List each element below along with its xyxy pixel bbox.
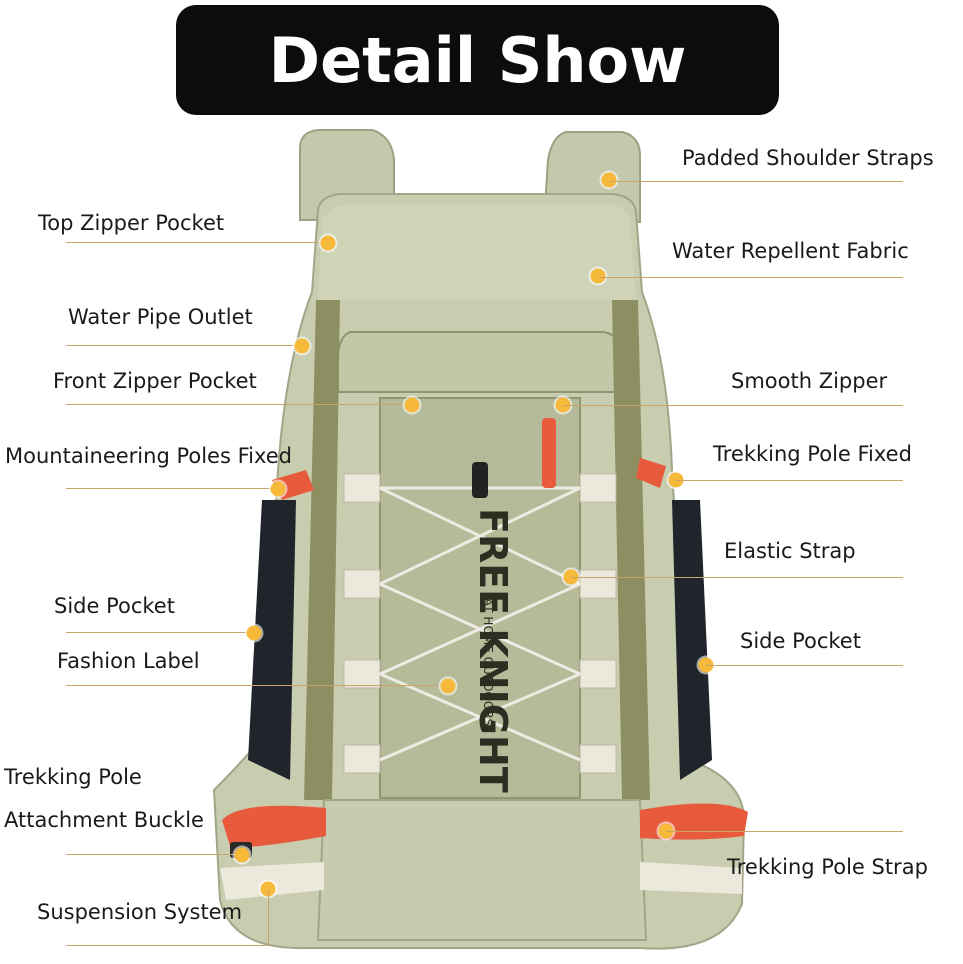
bottom-compartment bbox=[316, 799, 648, 941]
brand-tagline: AT HOME OUTDOORS bbox=[481, 598, 495, 726]
cord-toggle bbox=[472, 462, 488, 498]
callout-front-zipper-pocket: Front Zipper Pocket bbox=[53, 369, 257, 393]
callout-water-pipe-outlet: Water Pipe Outlet bbox=[68, 305, 253, 329]
callout-water-repellent-fabric: Water Repellent Fabric bbox=[672, 239, 909, 263]
callout-trekking-pole-strap: Trekking Pole Strap bbox=[727, 855, 928, 879]
callout-line bbox=[66, 685, 448, 686]
trekking-strap-left bbox=[222, 805, 326, 847]
callout-dot bbox=[246, 625, 262, 641]
callout-line bbox=[571, 577, 903, 578]
callout-top-zipper-pocket: Top Zipper Pocket bbox=[38, 211, 225, 235]
callout-padded-shoulder-straps: Padded Shoulder Straps bbox=[682, 146, 934, 170]
callout-line bbox=[66, 854, 242, 855]
callout-line bbox=[609, 181, 903, 182]
trekking-strap-right bbox=[640, 803, 748, 840]
callout-line bbox=[676, 480, 903, 481]
front-zipper-pocket bbox=[337, 331, 625, 393]
callout-fashion-label: Fashion Label bbox=[57, 649, 200, 673]
olive-trim-right bbox=[612, 300, 650, 800]
hip-band-left bbox=[220, 862, 324, 900]
callout-line bbox=[66, 632, 254, 633]
callout-line bbox=[666, 831, 903, 832]
callout-mountaineering-poles-fixed: Mountaineering Poles Fixed bbox=[5, 444, 293, 468]
callout-dot bbox=[294, 338, 310, 354]
callout-trekking-pole-fixed: Trekking Pole Fixed bbox=[713, 442, 912, 466]
callout-dot bbox=[440, 678, 456, 694]
callout-line bbox=[706, 665, 903, 666]
callout-line bbox=[563, 405, 903, 406]
olive-trim-left bbox=[304, 300, 340, 800]
callout-elastic-strap: Elastic Strap bbox=[724, 539, 856, 563]
top-pocket bbox=[318, 204, 636, 300]
pole-strap-right bbox=[636, 458, 666, 488]
callout-line bbox=[66, 488, 278, 489]
callout-dot bbox=[404, 397, 420, 413]
callout-dot bbox=[590, 268, 606, 284]
callout-dot bbox=[601, 172, 617, 188]
callout-attachment-buckle: Attachment Buckle bbox=[4, 808, 204, 832]
callout-side-pocket-left: Side Pocket bbox=[54, 594, 175, 618]
brand-mark: FREE KNIGHT bbox=[471, 508, 515, 793]
callout-side-pocket-right: Side Pocket bbox=[740, 629, 861, 653]
callout-line bbox=[66, 945, 268, 946]
side-pocket-right bbox=[672, 500, 712, 780]
callout-dot bbox=[270, 481, 286, 497]
callout-suspension-system: Suspension System bbox=[37, 900, 243, 924]
banner-title: Detail Show bbox=[268, 23, 687, 97]
callout-line bbox=[598, 277, 903, 278]
callout-line bbox=[66, 404, 412, 405]
detail-show-banner: Detail Show bbox=[176, 5, 779, 115]
callout-dot bbox=[234, 847, 250, 863]
callout-line bbox=[66, 345, 302, 346]
callout-dot bbox=[320, 235, 336, 251]
callout-trekking-pole: Trekking Pole bbox=[4, 765, 142, 789]
callout-line bbox=[66, 242, 328, 243]
callout-smooth-zipper: Smooth Zipper bbox=[731, 369, 888, 393]
side-pocket-left bbox=[248, 500, 296, 780]
callout-line bbox=[268, 889, 269, 945]
hip-band-right bbox=[640, 862, 742, 894]
zipper-pull bbox=[542, 418, 556, 488]
